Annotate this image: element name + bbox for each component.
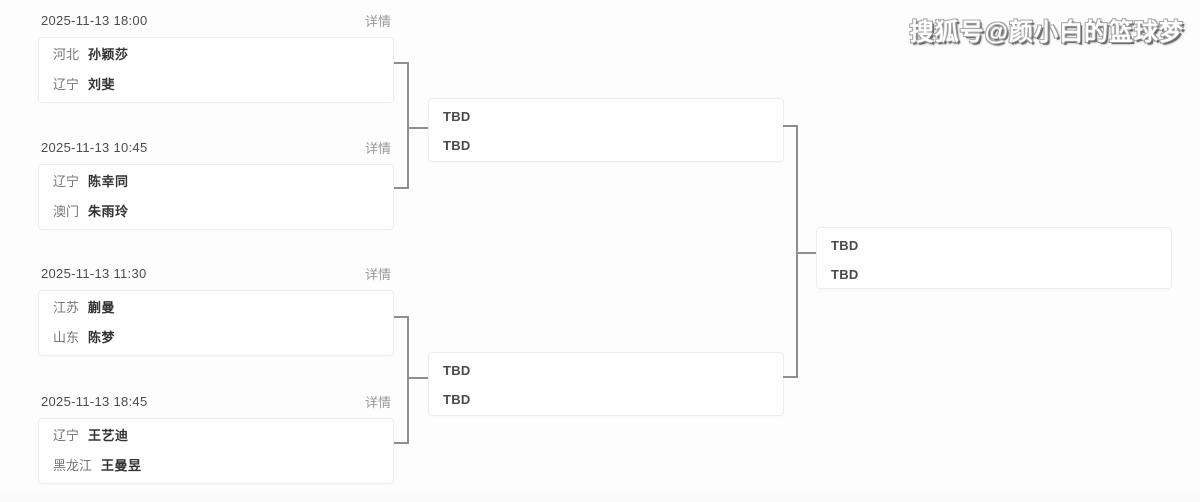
player-row: TBD (429, 102, 783, 131)
player-name: 朱雨玲 (88, 204, 129, 219)
tbd-player: TBD (443, 138, 471, 153)
player-region: 黑龙江 (53, 458, 93, 473)
player-region: 江苏 (53, 300, 80, 315)
player-row: TBD (429, 356, 783, 385)
player-row: TBD (817, 231, 1171, 260)
player-name: 孙颖莎 (88, 47, 129, 62)
player-row: 江苏蒯曼 (39, 293, 393, 323)
match-box[interactable]: 江苏蒯曼 山东陈梦 (38, 290, 394, 356)
match-card-2: 2025-11-13 10:45 详情 辽宁陈幸同 澳门朱雨玲 (38, 138, 394, 230)
connector-line (407, 377, 428, 379)
match-datetime: 2025-11-13 18:00 (41, 12, 148, 28)
player-name: 陈梦 (88, 330, 116, 345)
connector-line (394, 316, 409, 444)
player-row: 黑龙江王曼昱 (39, 451, 393, 481)
player-row: TBD (429, 131, 783, 160)
player-region: 辽宁 (53, 174, 80, 189)
player-row: 澳门朱雨玲 (39, 197, 393, 227)
match-datetime: 2025-11-13 10:45 (41, 139, 148, 155)
semifinal-box-2: TBD TBD (428, 352, 784, 416)
player-region: 山东 (53, 330, 80, 345)
player-name: 陈幸同 (88, 174, 129, 189)
player-region: 河北 (53, 47, 80, 62)
connector-line (796, 252, 816, 254)
match-card-3: 2025-11-13 11:30 详情 江苏蒯曼 山东陈梦 (38, 264, 394, 356)
details-link[interactable]: 详情 (364, 266, 391, 282)
player-row: 辽宁刘斐 (39, 70, 393, 100)
tbd-player: TBD (443, 392, 471, 407)
player-row: TBD (817, 260, 1171, 289)
connector-line (783, 125, 798, 378)
match-header: 2025-11-13 10:45 详情 (41, 138, 391, 156)
player-name: 蒯曼 (88, 300, 116, 315)
tbd-player: TBD (443, 109, 471, 124)
tbd-player: TBD (831, 238, 859, 253)
match-box[interactable]: 辽宁王艺迪 黑龙江王曼昱 (38, 418, 394, 484)
player-name: 刘斐 (88, 77, 116, 92)
watermark: 搜狐号@颜小白的篮球梦 (909, 19, 1184, 46)
player-region: 辽宁 (53, 77, 80, 92)
player-name: 王艺迪 (88, 428, 129, 443)
player-row: 山东陈梦 (39, 323, 393, 353)
match-header: 2025-11-13 11:30 详情 (41, 264, 391, 282)
player-row: 辽宁王艺迪 (39, 421, 393, 451)
details-link[interactable]: 详情 (364, 140, 391, 156)
tbd-player: TBD (831, 267, 859, 282)
tbd-player: TBD (443, 363, 471, 378)
connector-line (407, 127, 428, 129)
match-card-4: 2025-11-13 18:45 详情 辽宁王艺迪 黑龙江王曼昱 (38, 392, 394, 484)
details-link[interactable]: 详情 (364, 13, 391, 29)
final-box: TBD TBD (816, 227, 1172, 289)
match-datetime: 2025-11-13 11:30 (41, 265, 147, 281)
player-region: 辽宁 (53, 428, 80, 443)
details-link[interactable]: 详情 (364, 394, 391, 410)
match-card-1: 2025-11-13 18:00 详情 河北孙颖莎 辽宁刘斐 (38, 11, 394, 103)
semifinal-box-1: TBD TBD (428, 98, 784, 162)
player-region: 澳门 (53, 204, 80, 219)
connector-line (394, 62, 409, 189)
match-header: 2025-11-13 18:45 详情 (41, 392, 391, 410)
match-header: 2025-11-13 18:00 详情 (41, 11, 391, 29)
player-row: 辽宁陈幸同 (39, 167, 393, 197)
player-row: TBD (429, 385, 783, 414)
player-name: 王曼昱 (101, 458, 142, 473)
match-box[interactable]: 河北孙颖莎 辽宁刘斐 (38, 37, 394, 103)
player-row: 河北孙颖莎 (39, 40, 393, 70)
match-box[interactable]: 辽宁陈幸同 澳门朱雨玲 (38, 164, 394, 230)
match-datetime: 2025-11-13 18:45 (41, 393, 148, 409)
footer-strip (0, 492, 1200, 502)
